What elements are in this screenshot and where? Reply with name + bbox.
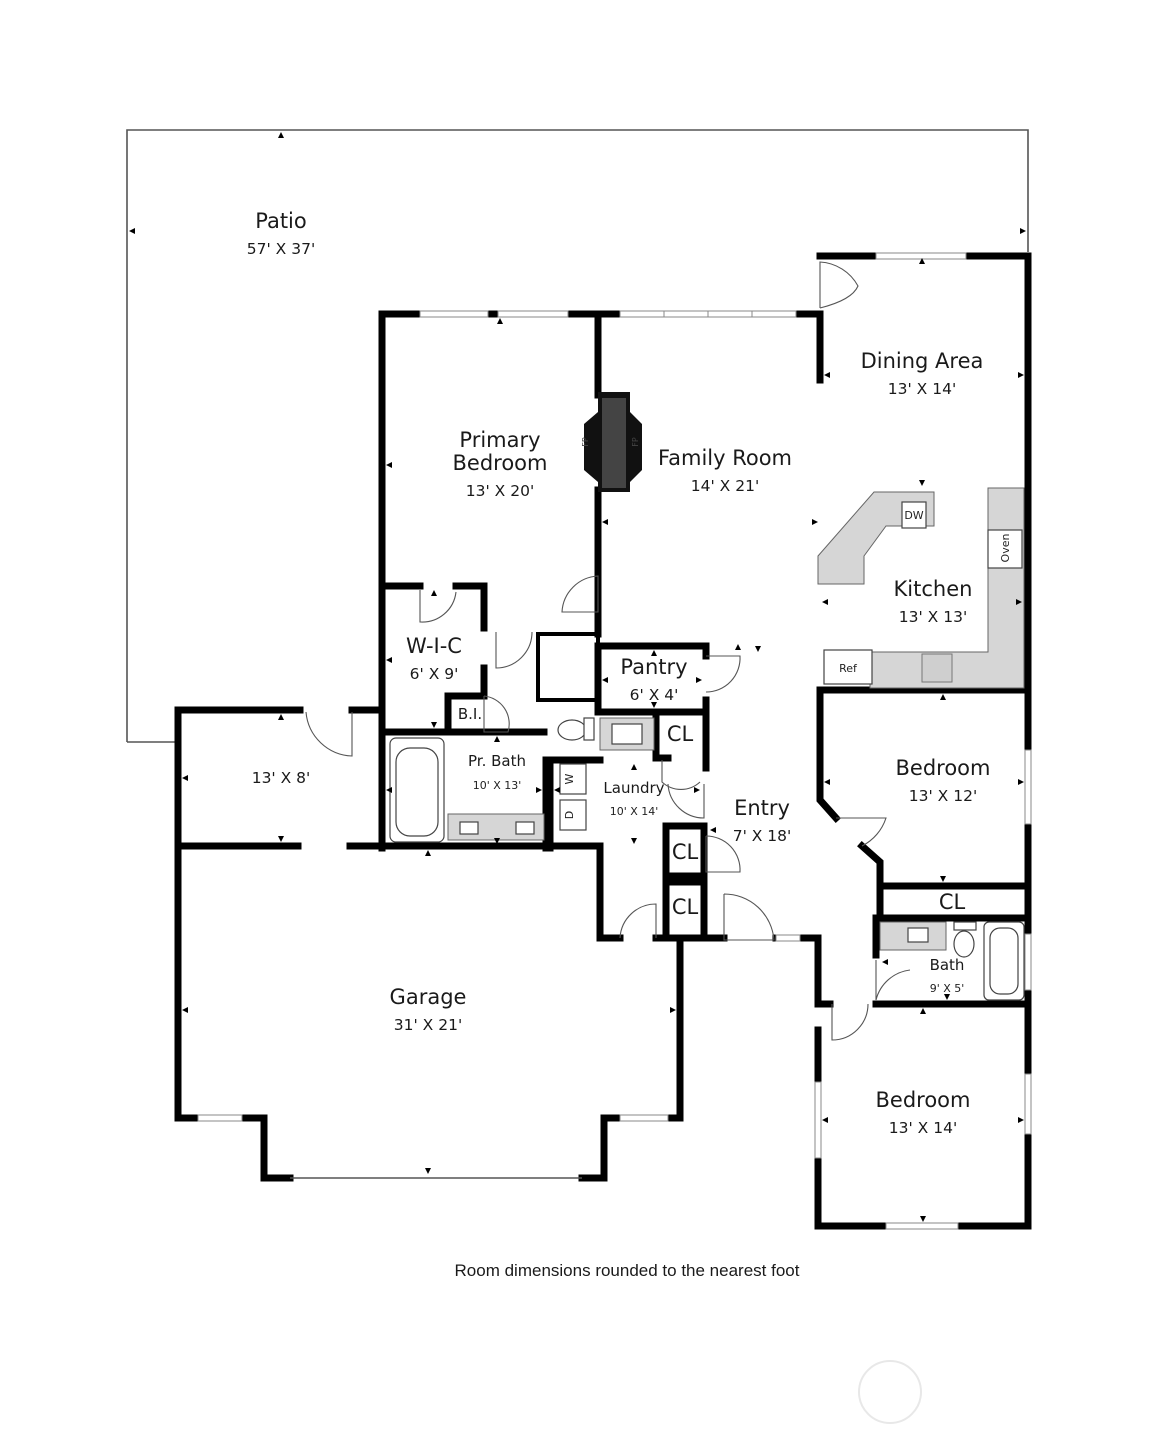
dryer-label: D [563, 811, 576, 819]
closet-label: CL [939, 890, 966, 914]
primary-bedroom-dim: 13' X 20' [466, 482, 534, 500]
entry-dim: 7' X 18' [733, 827, 792, 845]
kitchen-fixtures: DW Oven Ref [817, 487, 1025, 689]
dining-dim: 13' X 14' [888, 380, 956, 398]
bedroom-3-name: Bedroom [876, 1088, 971, 1112]
refrigerator-label: Ref [839, 662, 858, 675]
primary-bath-dim: 10' X 13' [473, 779, 522, 792]
patio-dim: 57' X 37' [247, 240, 315, 258]
oven-label: Oven [999, 534, 1012, 563]
garage-dim: 31' X 21' [394, 1016, 462, 1034]
fireplace: FP FP [581, 392, 642, 492]
room-labels: Patio 57' X 37' Dining Area 13' X 14' Pr… [247, 209, 991, 1137]
bedroom-3-dim: 13' X 14' [889, 1119, 957, 1137]
small-room-dim: 13' X 8' [252, 769, 311, 787]
kitchen-dim: 13' X 13' [899, 608, 967, 626]
patio-outline [126, 129, 1029, 743]
family-room-name: Family Room [658, 446, 792, 470]
wic-dim: 6' X 9' [410, 665, 459, 683]
closet-label: CL [672, 895, 699, 919]
washer-label: W [563, 773, 576, 784]
primary-bath-name: Pr. Bath [468, 752, 526, 770]
patio-name: Patio [255, 209, 307, 233]
windows [197, 252, 1032, 1230]
kitchen-name: Kitchen [894, 577, 973, 601]
family-room-dim: 14' X 21' [691, 477, 759, 495]
laundry-appliances: W D [559, 763, 587, 831]
fireplace-label: FP [581, 437, 590, 447]
built-in-label: B.I. [458, 705, 482, 723]
watermark-logo [858, 1360, 922, 1424]
garage-name: Garage [390, 985, 467, 1009]
bath-name: Bath [930, 956, 965, 974]
laundry-dim: 10' X 14' [610, 805, 659, 818]
bath-fixtures [389, 717, 1025, 1001]
entry-name: Entry [734, 796, 790, 820]
dishwasher-label: DW [904, 509, 923, 522]
doors [305, 261, 911, 1041]
pantry-name: Pantry [620, 655, 687, 679]
bedroom-2-dim: 13' X 12' [909, 787, 977, 805]
bath-dim: 9' X 5' [930, 982, 965, 995]
closet-label: CL [667, 722, 694, 746]
primary-bedroom-name-line1: Primary [459, 428, 540, 452]
closet-label: CL [672, 840, 699, 864]
dimensions-caption: Room dimensions rounded to the nearest f… [455, 1261, 800, 1280]
pantry-dim: 6' X 4' [630, 686, 679, 704]
dimension-markers [129, 132, 1026, 1222]
fireplace-label: FP [631, 437, 640, 447]
primary-bedroom-name-line2: Bedroom [453, 451, 548, 475]
laundry-name: Laundry [603, 779, 664, 797]
bedroom-2-name: Bedroom [896, 756, 991, 780]
wic-name: W-I-C [406, 634, 462, 658]
dining-name: Dining Area [861, 349, 984, 373]
